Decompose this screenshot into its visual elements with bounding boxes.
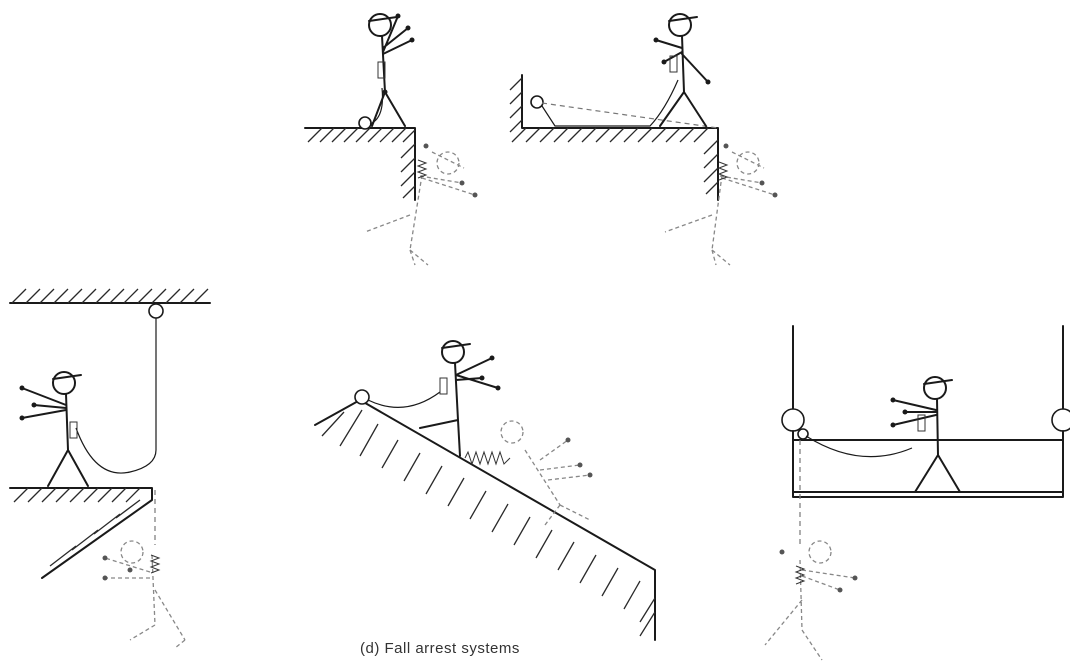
anchor-ring [797,428,809,440]
worker-falling-ghost [664,143,778,266]
worker-falling-ghost [464,420,593,526]
suspension-ropes [792,325,1064,411]
wall-and-floor [521,74,719,201]
left-pulley [781,408,805,432]
worker-body [371,15,413,127]
worker-falling-ghost [764,540,858,661]
worker-body [655,35,709,127]
figure-caption: (d) Fall arrest systems [360,640,520,657]
panel-suspended-platform [764,325,1070,661]
hard-hat-brim [923,379,953,385]
panel-sloped-roof [314,340,656,641]
anchor-ring [354,389,370,405]
platform-frame [792,430,1064,498]
hard-hat-brim [52,374,82,380]
ceiling-hatching [11,288,209,304]
lanyard [367,391,441,408]
anchor-ring [358,116,372,130]
hard-hat-brim [368,16,398,22]
panel-wall-anchor [509,13,778,266]
worker-body [892,398,961,493]
panel-overhead-anchor [9,288,211,649]
shock-absorber [377,61,386,79]
platform-edge [304,127,416,201]
worker-body [21,387,89,487]
anchor-ring [530,95,544,109]
shock-absorber [917,414,926,432]
worker-standing [890,376,961,493]
hard-hat-brim [441,343,471,349]
worker-head [923,376,947,400]
worker-body [419,357,499,457]
worker-falling-ghost [102,540,186,649]
hatching [307,127,416,199]
lanyard [75,427,157,474]
worker-standing [653,13,711,127]
worker-head [368,13,392,37]
worker-head [441,340,465,364]
worker-standing [419,340,501,457]
shock-absorber [669,55,678,73]
shock-absorber [439,377,448,395]
hard-hat-brim [668,16,698,22]
lanyard [541,79,679,127]
worker-standing [368,13,415,127]
floor-hatching [13,487,141,567]
shock-absorber [69,421,78,439]
right-pulley [1051,408,1070,432]
worker-falling-ghost [364,143,478,266]
slope-hatching [321,409,656,637]
worker-head [52,371,76,395]
worker-standing [19,371,89,487]
hatching [509,77,719,195]
worker-head [668,13,692,37]
lanyard [805,435,913,458]
slope [314,399,656,641]
dashed-line [541,102,719,129]
anchor-ring [148,303,164,319]
panel-edge-anchor [304,13,478,266]
floor-edge [9,487,153,579]
